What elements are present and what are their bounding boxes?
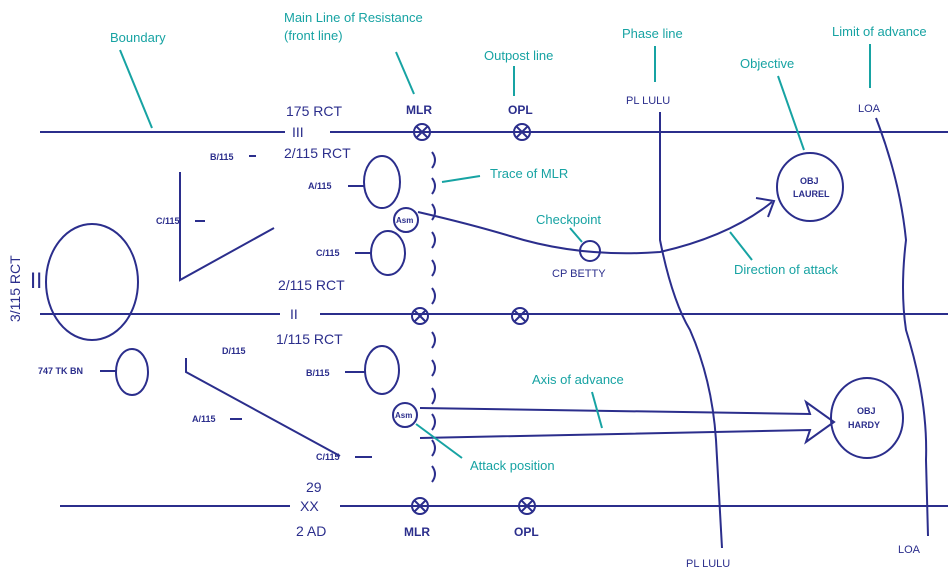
unit-position-oval-3: [364, 345, 400, 395]
rct-2-115-b-label: 2/115 RCT: [278, 277, 345, 293]
unit-label-d: C/115: [316, 248, 340, 258]
mlr-marker-middle: [411, 307, 429, 325]
rct-3-115-label: 3/115 RCT: [7, 255, 23, 322]
trace-leader: [441, 175, 481, 183]
attack-position-leader: [415, 423, 463, 459]
objective-laurel-label-1: OBJ: [800, 176, 819, 186]
unit-label-a: B/115: [210, 152, 234, 162]
boundary-tick-ii: II: [290, 306, 298, 322]
attack-position-top: [393, 207, 419, 233]
asm-top-label: Asm: [396, 216, 413, 225]
unit-label-i: C/115: [316, 452, 340, 462]
opl-marker-middle: [511, 307, 529, 325]
annotation-trace-mlr: Trace of MLR: [490, 166, 568, 181]
annotation-outpost: Outpost line: [484, 48, 553, 63]
pl-lulu-bottom-label: PL LULU: [686, 558, 730, 570]
cp-betty-label: CP BETTY: [552, 268, 606, 280]
direction-of-attack-arrow: [417, 201, 773, 255]
division-xx: XX: [300, 498, 319, 514]
direction-of-attack-arrowhead: [755, 197, 776, 218]
mlr-label-bottom: MLR: [404, 525, 430, 539]
annotation-attack-position: Attack position: [470, 458, 555, 473]
mlr-marker-top: [413, 123, 431, 141]
rct-1-115-label: 1/115 RCT: [276, 331, 343, 347]
limit-of-advance-line: [875, 117, 929, 537]
trace-of-mlr: [431, 151, 436, 483]
objective-hardy-label-2: HARDY: [848, 420, 880, 430]
division-2ad: 2 AD: [296, 523, 326, 539]
annotation-objective: Objective: [740, 56, 794, 71]
annotation-direction: Direction of attack: [734, 262, 839, 277]
annotation-boundary: Boundary: [110, 30, 166, 45]
objective-laurel: [776, 152, 844, 222]
boundary-tick-iii: III: [292, 124, 304, 140]
unit-label-b: A/115: [308, 181, 332, 191]
objective-hardy-label-1: OBJ: [857, 406, 876, 416]
unit-label-g: B/115: [306, 368, 330, 378]
direction-leader: [729, 231, 753, 261]
fire-sector-lower: [185, 358, 341, 457]
asm-bottom-label: Asm: [395, 411, 412, 420]
axis-of-advance-arrow: [419, 399, 836, 445]
loa-bottom-label: LOA: [898, 544, 921, 556]
phase-line-lulu: [659, 112, 723, 549]
annotation-checkpoint: Checkpoint: [536, 212, 601, 227]
annotation-phase: Phase line: [622, 26, 683, 41]
unit-label-h: A/115: [192, 414, 216, 424]
opl-label-bottom: OPL: [514, 525, 539, 539]
annotation-mlr-2: (front line): [284, 28, 343, 43]
annotation-mlr-1: Main Line of Resistance: [284, 10, 423, 25]
checkpoint-leader: [569, 227, 583, 243]
unit-label-c: C/115: [156, 216, 180, 226]
annotation-axis: Axis of advance: [532, 372, 624, 387]
objective-laurel-label-2: LAUREL: [793, 189, 830, 199]
objective-leader: [777, 75, 805, 151]
opl-marker-top: [513, 123, 531, 141]
mlr-leader: [395, 51, 415, 95]
rct-175-label: 175 RCT: [286, 103, 342, 119]
unit-label-f: D/115: [222, 346, 246, 356]
mlr-marker-bottom: [411, 497, 429, 515]
attack-position-bottom: [392, 402, 418, 428]
division-29: 29: [306, 479, 322, 495]
annotation-loa: Limit of advance: [832, 24, 927, 39]
pl-lulu-top-label: PL LULU: [626, 95, 670, 107]
opl-label-top: OPL: [508, 103, 533, 117]
regiment-position-oval: [45, 223, 139, 341]
rct-2-115-label: 2/115 RCT: [284, 145, 351, 161]
unit-position-oval-2: [370, 230, 406, 276]
opl-marker-bottom: [518, 497, 536, 515]
unit-position-oval-4: [115, 348, 149, 396]
checkpoint-betty: [579, 240, 601, 262]
rct-3-115-ii: II: [30, 268, 42, 293]
objective-hardy: [830, 377, 904, 459]
unit-label-e: 747 TK BN: [38, 366, 83, 376]
loa-top-label: LOA: [858, 103, 881, 115]
axis-leader: [591, 391, 603, 429]
boundary-leader: [119, 49, 153, 129]
unit-position-oval-1: [363, 155, 401, 209]
mlr-label-top: MLR: [406, 103, 432, 117]
fire-sector-upper: [179, 172, 275, 282]
